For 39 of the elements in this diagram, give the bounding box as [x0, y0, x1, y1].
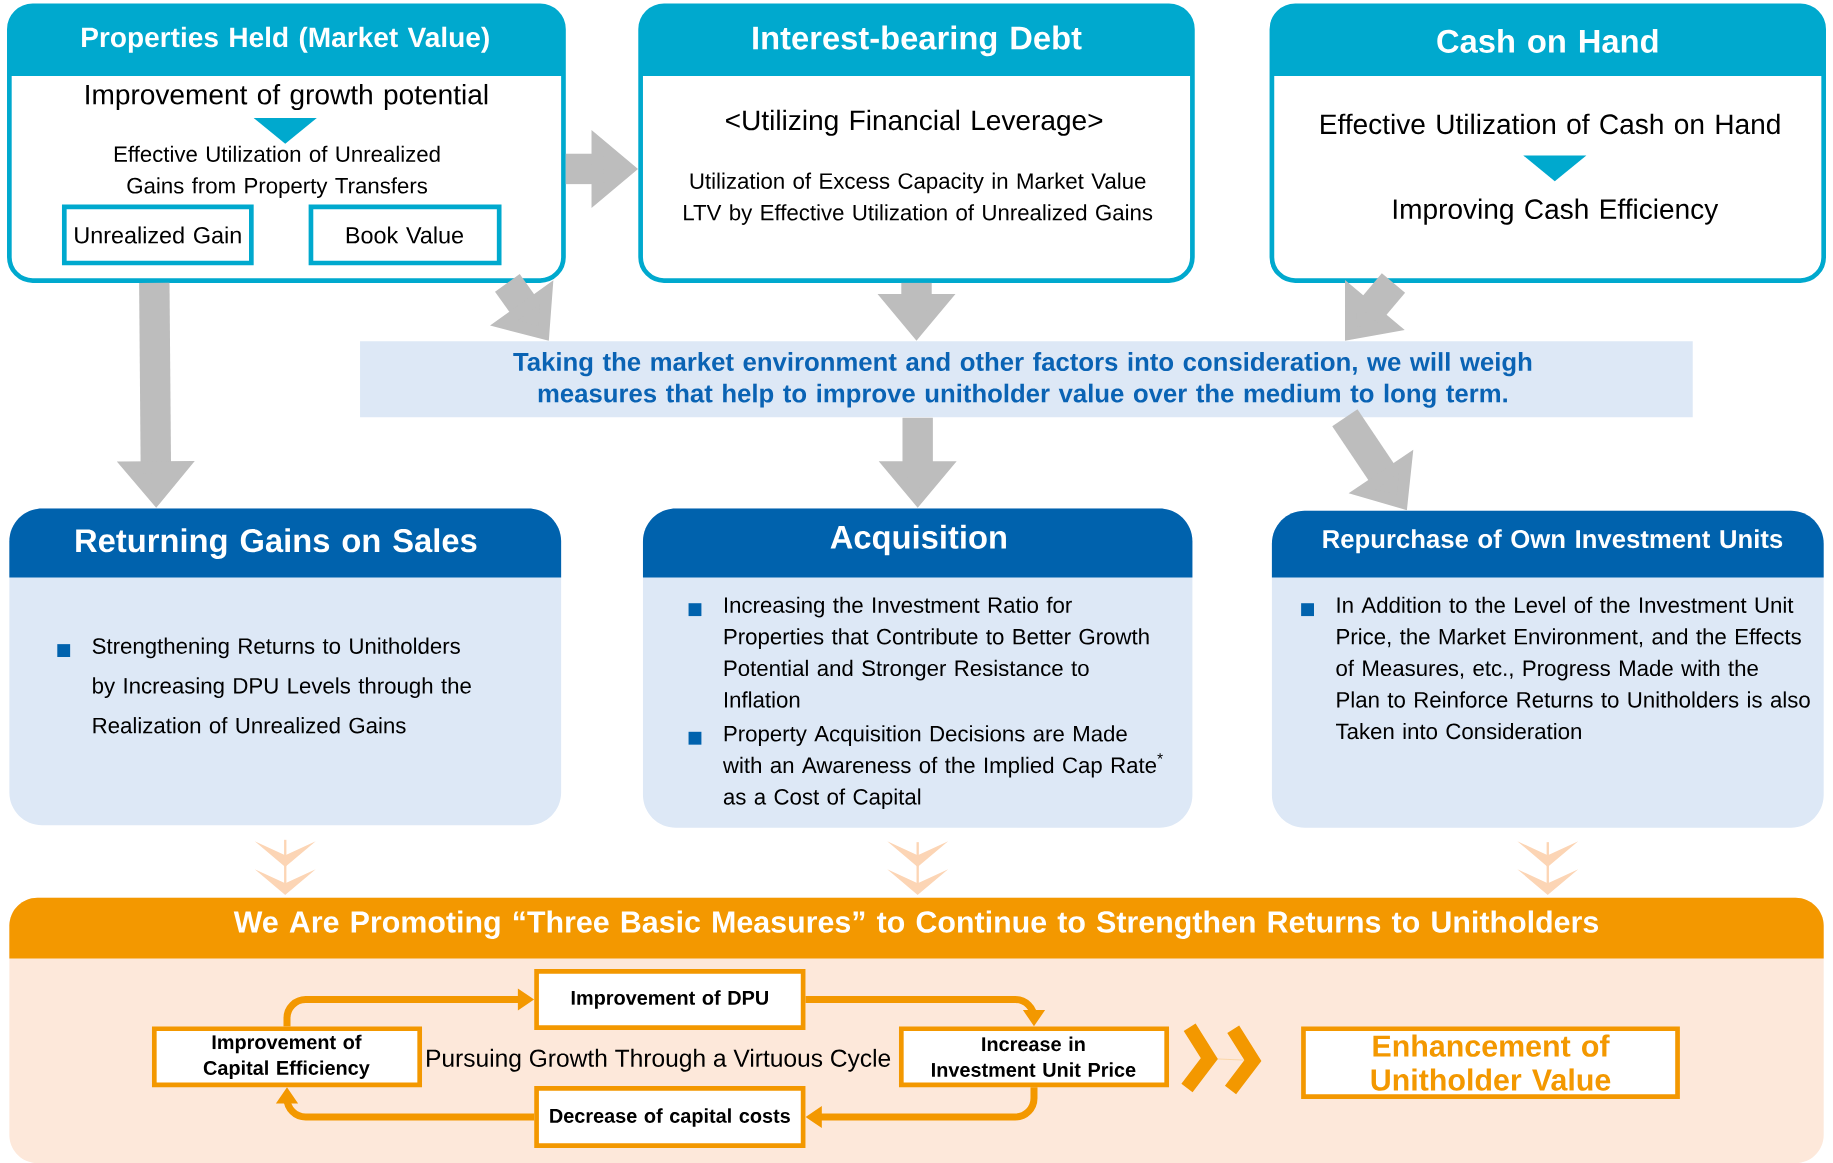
cycle-box — [899, 1026, 1169, 1088]
box-label: Improvement of DPU — [571, 990, 768, 1009]
box-text: Improvement of growth potential — [86, 83, 488, 111]
bullet-item: In Addition to the Level of the Investment Unit Price, the Market Environment, and the Effects of Measures, etc., Progress Made with the Plan to Reinforce Returns to Unitholders is also Taken into Consideration — [1301, 596, 1810, 740]
box-heading: Cash on Hand — [1437, 28, 1658, 53]
value-box — [308, 204, 502, 266]
box-text: Book Value — [346, 226, 463, 244]
box-label: Improvement of Capital Efficiency — [203, 1034, 370, 1079]
bullet-item: Property Acquisition Decisions are Made with an Awareness of the Implied Cap Rate$^{*}$ as a Cost of Capital — [688, 725, 1163, 809]
bullet-item: Increasing the Investment Ratio for Properties that Contribute to Better Growth Potential and Stronger Resistance to Inflation — [688, 596, 1149, 708]
box-heading: Acquisition — [830, 524, 1006, 556]
goal-box — [1301, 1026, 1680, 1099]
box-text: Effective Utilization of Unrealized Gains from Property Transfers — [114, 145, 440, 198]
cycle-box — [151, 1026, 422, 1088]
measure-box — [1271, 510, 1824, 828]
box-text: Improving Cash Efficiency — [1393, 198, 1719, 225]
box-label: Enhancement of Unitholder Value — [1371, 1034, 1611, 1091]
message-band — [360, 341, 1693, 418]
message-text: Taking the market environment and other factors into consideration, we will weigh measures that help to improve unitholder value over the medium to long term. — [513, 352, 1532, 408]
box-text: Effective Utilization of Cash on Hand — [1321, 113, 1780, 135]
box-text: <Utilizing Financial Leverage> — [726, 109, 1103, 136]
bullet-item: Strengthening Returns to Unitholders by Increasing DPU Levels through the Realization of Unrealized Gains — [57, 637, 471, 734]
box-heading: Returning Gains on Sales — [76, 528, 477, 559]
value-box — [61, 204, 254, 266]
box-heading: Interest-bearing Debt — [753, 25, 1082, 57]
measure-box — [642, 508, 1193, 828]
box-heading: Repurchase of Own Investment Units — [1323, 529, 1783, 554]
cycle-box — [534, 969, 806, 1030]
box-text: Utilization of Excess Capacity in Market Value LTV by Effective Utilization of Unrealized Gains — [684, 172, 1153, 225]
box-label: Increase in Investment Unit Price — [932, 1036, 1136, 1077]
info-box — [1269, 3, 1826, 283]
measure-box — [9, 508, 562, 826]
info-box — [638, 3, 1195, 283]
cycle-caption: Pursuing Growth Through a Virtuous Cycle — [427, 1048, 891, 1072]
box-heading: Properties Held (Market Value) — [82, 26, 489, 53]
box-label: Decrease of capital costs — [550, 1108, 790, 1127]
cycle-box — [534, 1085, 806, 1148]
box-text: Unrealized Gain — [75, 226, 241, 244]
box-heading: We Are Promoting “Three Basic Measures” to Continue to Strengthen Returns to Unitholders — [233, 910, 1599, 939]
